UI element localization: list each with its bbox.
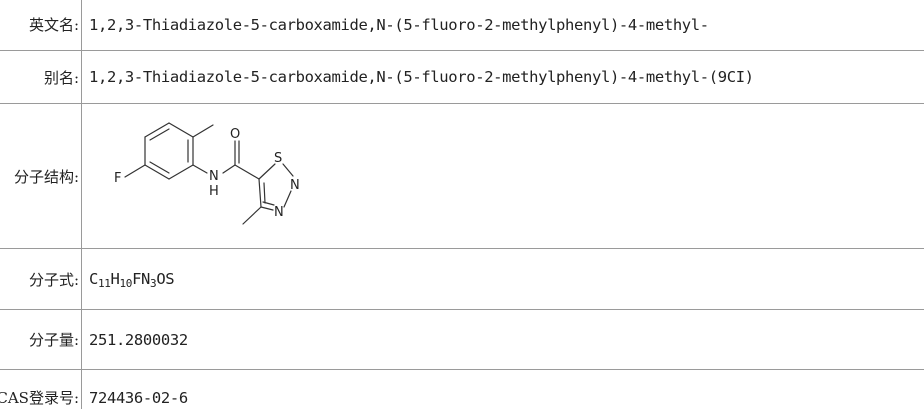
- row-formula: 分子式: C11H10FN3OS: [0, 248, 924, 310]
- row-molecular-weight: 分子量: 251.2800032: [0, 309, 924, 370]
- bond: [260, 206, 274, 211]
- structure-cell: F N H O S N N: [81, 103, 924, 249]
- atom-label-n-ring-2: N: [274, 205, 283, 220]
- bond: [144, 122, 170, 138]
- molecular-weight-value: 251.2800032: [81, 309, 924, 370]
- bond: [192, 124, 214, 138]
- bond: [149, 128, 170, 141]
- molecular-structure-diagram: F N H O S N N: [114, 122, 300, 225]
- bond: [242, 206, 262, 225]
- molecular-weight-label: 分子量:: [0, 309, 82, 370]
- bond: [234, 164, 260, 180]
- atom-label-s: S: [274, 151, 282, 166]
- bond: [258, 178, 262, 208]
- formula-h: H: [110, 270, 120, 288]
- formula-h-count: 10: [119, 277, 133, 290]
- atom-label-n-amide: N: [209, 169, 218, 184]
- row-english-name: 英文名: 1,2,3-Thiadiazole-5-carboxamide,N-(…: [0, 0, 924, 51]
- atom-label-n-ring-1: N: [290, 178, 299, 193]
- english-name-label: 英文名:: [0, 0, 82, 51]
- formula-c: C: [89, 270, 98, 288]
- bond: [149, 161, 170, 174]
- row-cas-number: CAS登录号: 724436-02-6: [0, 369, 924, 409]
- bond: [222, 164, 236, 174]
- formula-os: OS: [156, 270, 175, 288]
- row-alias: 别名: 1,2,3-Thiadiazole-5-carboxamide,N-(5…: [0, 50, 924, 104]
- bond: [282, 163, 294, 177]
- formula-fn: FN: [132, 270, 151, 288]
- bond: [168, 122, 194, 138]
- bond: [263, 182, 266, 204]
- formula-c-count: 11: [97, 277, 111, 290]
- formula-label: 分子式:: [0, 248, 82, 310]
- alias-value: 1,2,3-Thiadiazole-5-carboxamide,N-(5-flu…: [81, 50, 924, 104]
- bond: [168, 164, 194, 180]
- bond: [283, 190, 292, 208]
- row-structure: 分子结构:: [0, 103, 924, 249]
- bond: [258, 163, 276, 180]
- formula-n-count: 3: [150, 277, 157, 290]
- atom-label-o: O: [230, 127, 240, 142]
- cas-number-value: 724436-02-6: [81, 369, 924, 409]
- atom-label-h-amide: H: [209, 184, 218, 199]
- formula-value: C11H10FN3OS: [81, 248, 924, 310]
- alias-label: 别名:: [0, 50, 82, 104]
- cas-number-label: CAS登录号:: [0, 369, 82, 409]
- structure-label: 分子结构:: [0, 103, 82, 249]
- english-name-value: 1,2,3-Thiadiazole-5-carboxamide,N-(5-flu…: [81, 0, 924, 51]
- bond: [192, 164, 208, 174]
- atom-label-f: F: [114, 171, 121, 186]
- bond: [144, 164, 170, 180]
- bond: [124, 164, 146, 178]
